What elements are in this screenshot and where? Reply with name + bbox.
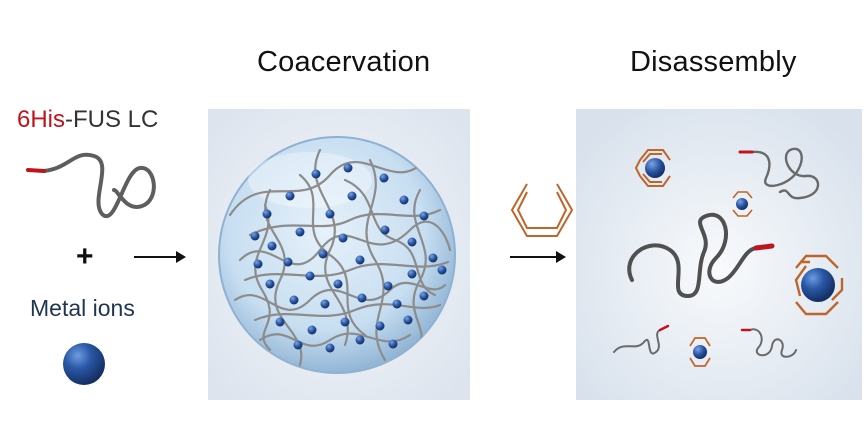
- label-metal-ions: Metal ions: [30, 295, 135, 321]
- chelated-ion: [689, 337, 711, 367]
- right-arrow-icon: [510, 251, 566, 263]
- chelator-ring-icon: [510, 183, 574, 237]
- protein-chain-icon: [26, 152, 156, 219]
- protein-chain-icon: [627, 212, 775, 299]
- coacervate-droplet: [218, 136, 456, 374]
- protein-chain-icon: [613, 324, 670, 355]
- metal-ion-sphere-icon: [63, 343, 105, 385]
- protein-network: [228, 148, 452, 367]
- his-tag-segment: [26, 168, 46, 173]
- fus-separator: -: [65, 106, 74, 133]
- protein-chain-icon: [738, 147, 820, 200]
- chelated-ion: [794, 254, 844, 316]
- ion-dots-in-droplet: [250, 163, 447, 353]
- chelated-ion: [634, 149, 671, 187]
- protein-chain-icon: [740, 328, 797, 358]
- title-disassembly: Disassembly: [630, 46, 797, 78]
- fus-lc-label: FUS LC: [73, 106, 159, 133]
- plus-sign: +: [76, 240, 94, 273]
- his-tag-label: 6His: [17, 106, 66, 133]
- title-coacervation: Coacervation: [257, 46, 431, 78]
- chelated-ion: [732, 191, 753, 217]
- right-arrow-icon: [134, 251, 186, 263]
- label-6his-fus-lc: 6His-FUS LC: [17, 106, 158, 134]
